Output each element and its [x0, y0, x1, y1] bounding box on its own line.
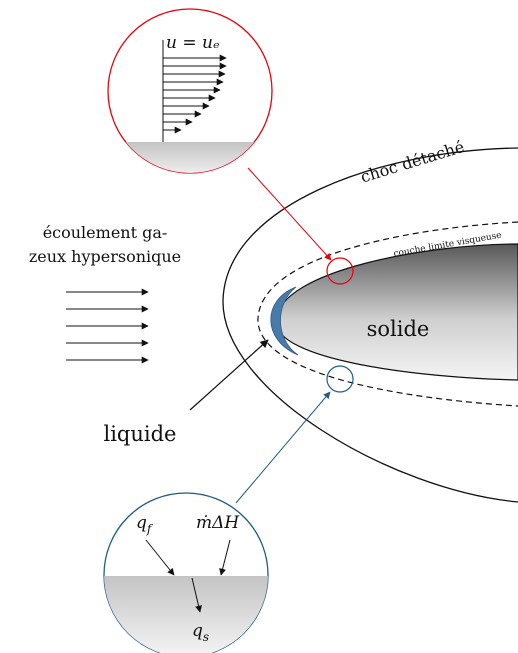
conductive-flux-arrow — [191, 577, 202, 613]
liquid-pointer-arrow — [189, 339, 269, 411]
bottom-inset: qf ṁΔH qs — [103, 492, 269, 653]
bottom-callout-arrow — [235, 391, 331, 504]
ablation-flux-label: ṁΔH — [196, 513, 240, 533]
flow-label-line1: écoulement ga- — [43, 223, 168, 242]
liquid-film — [270, 286, 299, 356]
top-inset-wall — [108, 142, 272, 173]
bottom-marker-circle — [326, 365, 354, 393]
convective-flux-arrow — [145, 539, 175, 576]
detached-shock-curve — [222, 147, 518, 503]
solid-label: solide — [367, 317, 430, 341]
shock-label: choc détaché — [358, 137, 466, 187]
boundary-layer-curve — [257, 221, 518, 407]
freestream-velocity-equation: u = uₑ — [166, 33, 220, 53]
top-callout-arrow — [247, 167, 332, 261]
incoming-flow-arrows — [66, 288, 149, 364]
top-inset: u = uₑ — [107, 8, 273, 174]
conductive-flux-label: qs — [192, 621, 209, 644]
velocity-profile-arrows — [163, 54, 227, 134]
solid-body — [275, 243, 518, 381]
liquid-label: liquide — [104, 422, 177, 446]
convective-flux-label: qf — [136, 513, 154, 536]
flow-label-line2: zeux hypersonique — [29, 247, 181, 266]
top-marker-circle — [326, 257, 354, 285]
bottom-inset-wall — [104, 576, 268, 653]
ablation-flux-arrow — [219, 539, 231, 576]
